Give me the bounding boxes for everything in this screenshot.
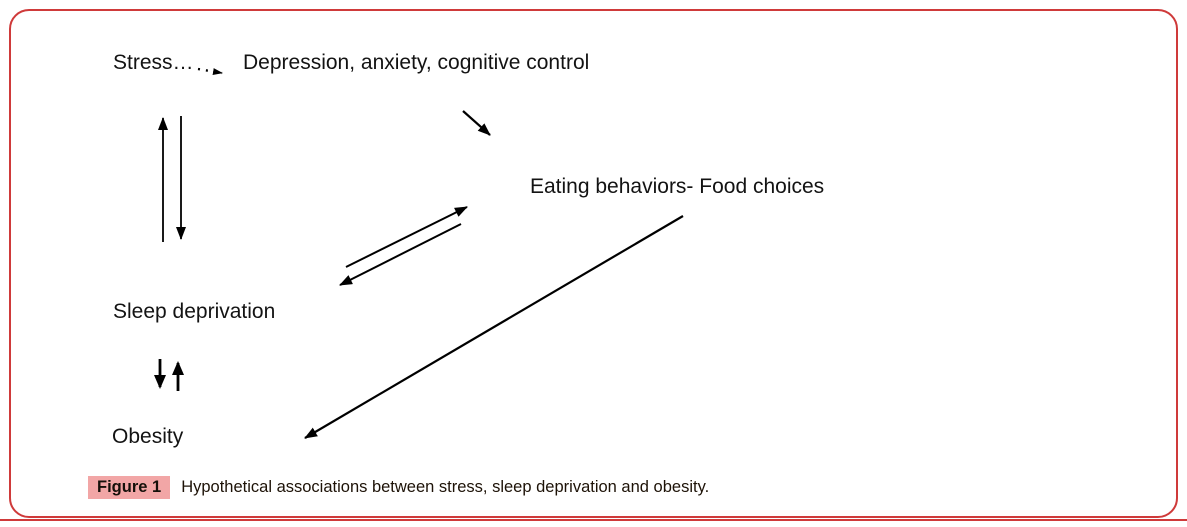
node-sleep-deprivation: Sleep deprivation xyxy=(113,300,276,323)
arrow-sleep-to-eating xyxy=(345,206,468,268)
node-obesity: Obesity xyxy=(112,425,184,448)
figure-bottom-rule xyxy=(0,519,1187,521)
node-stress: Stress… xyxy=(113,51,194,74)
figure-caption: Figure 1 Hypothetical associations betwe… xyxy=(88,476,709,499)
arrow-depression-to-eating xyxy=(462,110,491,136)
figure-caption-text: Hypothetical associations between stress… xyxy=(181,478,710,496)
figure-border xyxy=(9,9,1178,518)
arrow-eating-to-obesity xyxy=(304,215,684,439)
figure-caption-label: Figure 1 xyxy=(88,476,171,499)
arrow-stress-to-depression xyxy=(197,67,223,75)
node-depression: Depression, anxiety, cognitive control xyxy=(243,51,590,74)
arrow-eating-to-sleep xyxy=(339,223,462,286)
node-eating-behaviors: Eating behaviors- Food choices xyxy=(530,175,825,198)
